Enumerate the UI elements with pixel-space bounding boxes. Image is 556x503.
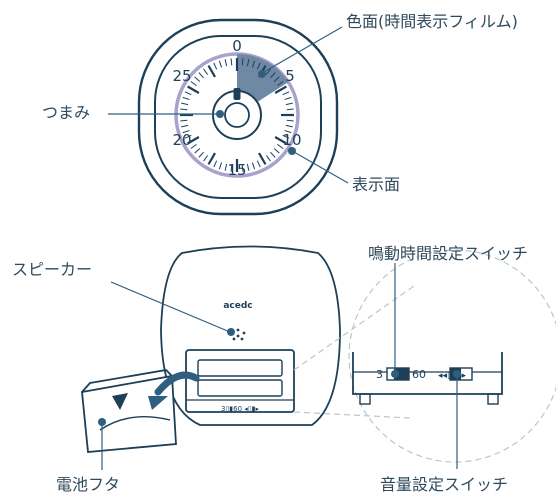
- dial-minor-tick: [180, 108, 188, 111]
- back-body: [160, 245, 341, 426]
- dial-minor-tick: [282, 134, 290, 139]
- label-alarm-duration-switch: 鳴動時間設定スイッチ: [368, 244, 529, 263]
- dial-minor-tick: [198, 151, 204, 158]
- dial-minor-tick: [230, 58, 233, 66]
- dial-minor-tick: [241, 164, 244, 172]
- dial-minor-tick: [213, 160, 218, 168]
- dial-minor-tick: [180, 119, 188, 122]
- dial-number-0: 0: [232, 37, 242, 55]
- dial-minor-tick: [285, 124, 293, 128]
- dial-number-25: 25: [172, 67, 191, 85]
- zoom-clip-right: [487, 393, 499, 405]
- knob-inner: [224, 102, 250, 128]
- dial-major-tick: [258, 152, 267, 165]
- display-face: [154, 35, 322, 199]
- dial-minor-tick: [203, 155, 209, 162]
- label-knob: つまみ: [42, 103, 91, 122]
- label-color-film: 色面(時間表示フィルム): [346, 12, 518, 31]
- dial-minor-tick: [182, 129, 190, 134]
- dial-minor-tick: [181, 124, 189, 128]
- dial-minor-tick: [194, 76, 201, 82]
- dial-minor-tick: [285, 102, 293, 106]
- curved-arrow-head: [148, 396, 168, 410]
- dial-minor-tick: [230, 164, 233, 172]
- dial-minor-tick: [246, 59, 250, 67]
- label-display-face: 表示面: [352, 175, 401, 194]
- dial-minor-tick: [190, 81, 197, 87]
- dial-major-tick: [207, 65, 216, 78]
- dial-minor-tick: [265, 68, 271, 75]
- dial-minor-tick: [246, 163, 250, 171]
- label-speaker: スピーカー: [12, 260, 93, 279]
- dial-major-tick: [207, 152, 216, 165]
- dial-minor-tick: [284, 129, 292, 134]
- dial-minor-tick: [273, 148, 280, 154]
- volume-glyphs: ◂◂▯▮▸▸: [438, 371, 466, 381]
- zoom-detail-text: 3 60 ◂◂▯▮▸▸: [376, 368, 466, 381]
- battery-icon-2: [197, 379, 283, 397]
- dial-minor-tick: [286, 119, 294, 122]
- timer-front-view: [137, 18, 339, 216]
- dial-minor-tick: [270, 151, 276, 158]
- back-logo: acedc: [223, 301, 252, 311]
- dial-minor-tick: [270, 72, 276, 79]
- dial-minor-tick: [213, 62, 218, 70]
- dial-minor-tick: [284, 96, 292, 101]
- curved-arrow-icon: [154, 371, 200, 396]
- knob-pointer: [233, 88, 241, 100]
- label-volume-switch: 音量設定スイッチ: [380, 475, 509, 494]
- duration-max-label: 60: [412, 368, 426, 381]
- dial-minor-tick: [277, 81, 284, 87]
- label-battery-cover: 電池フタ: [56, 475, 121, 494]
- dial-minor-tick: [218, 60, 223, 68]
- battery-cover: [81, 369, 177, 453]
- dial-minor-tick: [184, 91, 192, 96]
- dial-minor-tick: [256, 62, 261, 70]
- dial-minor-tick: [265, 155, 271, 162]
- dial-minor-tick: [218, 162, 223, 170]
- dial-minor-tick: [224, 163, 228, 171]
- duration-min-label: 3: [376, 368, 383, 381]
- dial-minor-tick: [181, 102, 189, 106]
- dial-minor-tick: [286, 108, 294, 111]
- dial-minor-tick: [256, 160, 261, 168]
- dial-minor-tick: [203, 68, 209, 75]
- dial-minor-tick: [251, 162, 256, 170]
- dial-minor-tick: [198, 72, 204, 79]
- zoom-clip-left: [359, 393, 371, 405]
- bottom-leaders: [98, 263, 461, 470]
- dial-minor-tick: [224, 59, 228, 67]
- dial-minor-tick: [251, 60, 256, 68]
- timer-body-outer: [137, 18, 339, 216]
- dial-minor-tick: [182, 96, 190, 101]
- dial-minor-tick: [277, 143, 284, 149]
- dial-numbers: 0 5 10 15 20 25: [172, 37, 301, 179]
- dial-minor-tick: [190, 143, 197, 149]
- dial-minor-tick: [184, 134, 192, 139]
- dial-major-tick: [274, 136, 287, 145]
- back-switch-labels: 3▯▮60 ◂▯▮▸: [221, 405, 260, 413]
- dial-minor-tick: [194, 148, 201, 154]
- dial-ticks: [180, 58, 294, 172]
- battery-icon: [197, 359, 283, 377]
- dial-minor-tick: [273, 76, 280, 82]
- dial-major-tick: [187, 85, 200, 94]
- dial-number-15: 15: [227, 161, 246, 179]
- battery-compartment: [185, 349, 295, 413]
- dial-minor-tick: [241, 58, 244, 66]
- dial-major-tick: [274, 85, 287, 94]
- duration-switch-knob: [394, 368, 409, 380]
- top-leaders: [108, 26, 349, 184]
- dial-number-20: 20: [172, 131, 191, 149]
- zoom-connectors: [293, 249, 556, 463]
- device-back-view: acedc 3▯▮60 ◂▯▮▸: [160, 245, 341, 426]
- dial-major-tick: [187, 136, 200, 145]
- dial-minor-tick: [282, 91, 290, 96]
- dial-number-5: 5: [285, 67, 295, 85]
- zoom-circle: [348, 249, 556, 463]
- speaker-grille-icon: [230, 328, 246, 341]
- dial-number-10: 10: [282, 131, 301, 149]
